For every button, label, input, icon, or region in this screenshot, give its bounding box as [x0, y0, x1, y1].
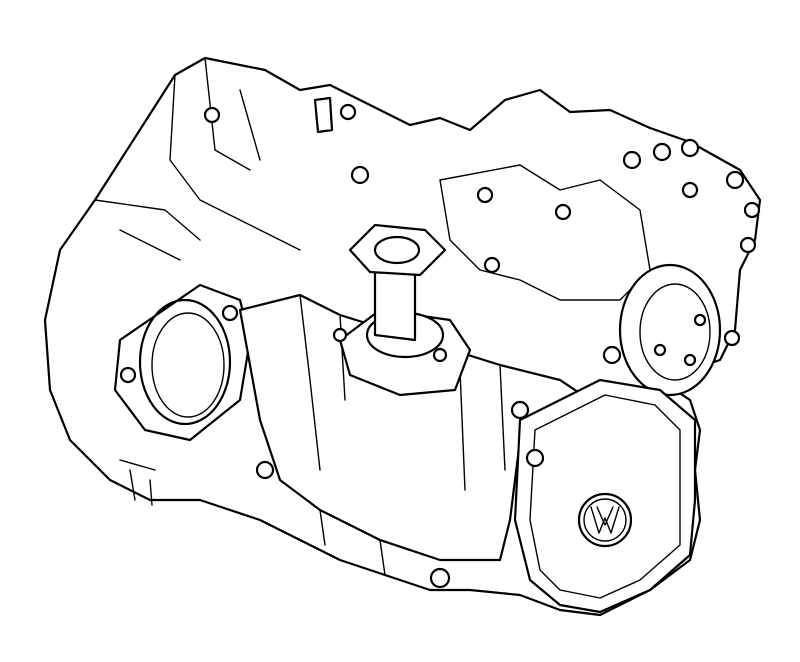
vw-logo-mark — [590, 506, 620, 534]
bellhousing-rib — [94, 57, 261, 261]
end-cover — [513, 378, 697, 614]
speed-sensor — [313, 96, 334, 134]
left-flange-bore-inner — [151, 312, 225, 418]
left-flange-bore — [138, 298, 232, 426]
end-cover-rim — [529, 394, 681, 599]
shift-tower-flange — [348, 223, 447, 277]
right-flange-inner — [639, 283, 711, 381]
vw-logo-inner — [583, 498, 627, 542]
rear-housing — [439, 164, 651, 301]
lower-pipe — [119, 459, 156, 506]
lower-base — [319, 509, 431, 591]
shift-tower-opening — [373, 235, 421, 265]
bellhousing-top — [169, 74, 301, 251]
vw-logo-ring — [577, 492, 633, 548]
shift-housing-ridge — [299, 294, 506, 491]
bolts — [119, 103, 761, 589]
